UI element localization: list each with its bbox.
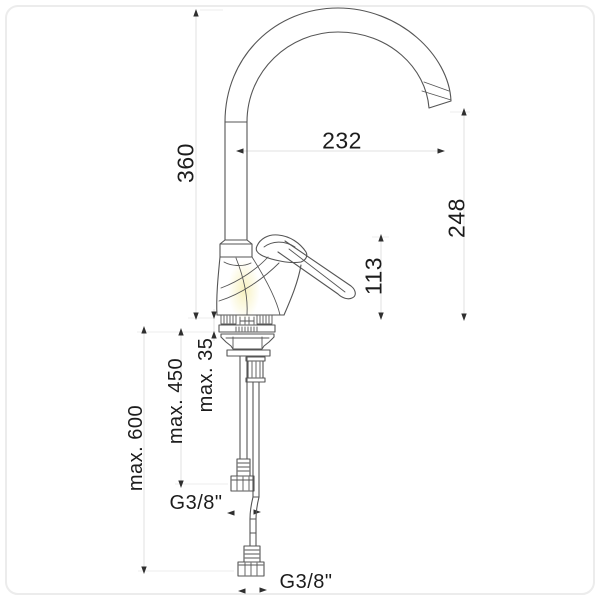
mounting-base [218,314,276,383]
image-border [5,5,595,595]
lever-handle [255,234,356,300]
dim-label-hose-length-long: max. 600 [125,404,147,492]
collar [219,239,253,258]
dimension-arrowheads [141,9,467,594]
dim-label-thread-top: G3/8" [169,492,223,514]
dim-label-outlet-height: 248 [443,198,470,238]
dim-label-handle-height: 113 [360,256,387,296]
spout [224,7,452,241]
mixer-body [216,256,302,316]
dim-label-thread-bottom: G3/8" [279,571,333,593]
supply-hoses [230,355,265,577]
dim-label-spout-reach: 232 [322,127,362,154]
dim-label-deck-thickness: max. 35 [195,337,217,413]
dimension-lines [137,9,470,572]
dim-label-spout-height: 360 [172,143,199,183]
dim-label-hose-length-short: max. 450 [165,357,187,445]
